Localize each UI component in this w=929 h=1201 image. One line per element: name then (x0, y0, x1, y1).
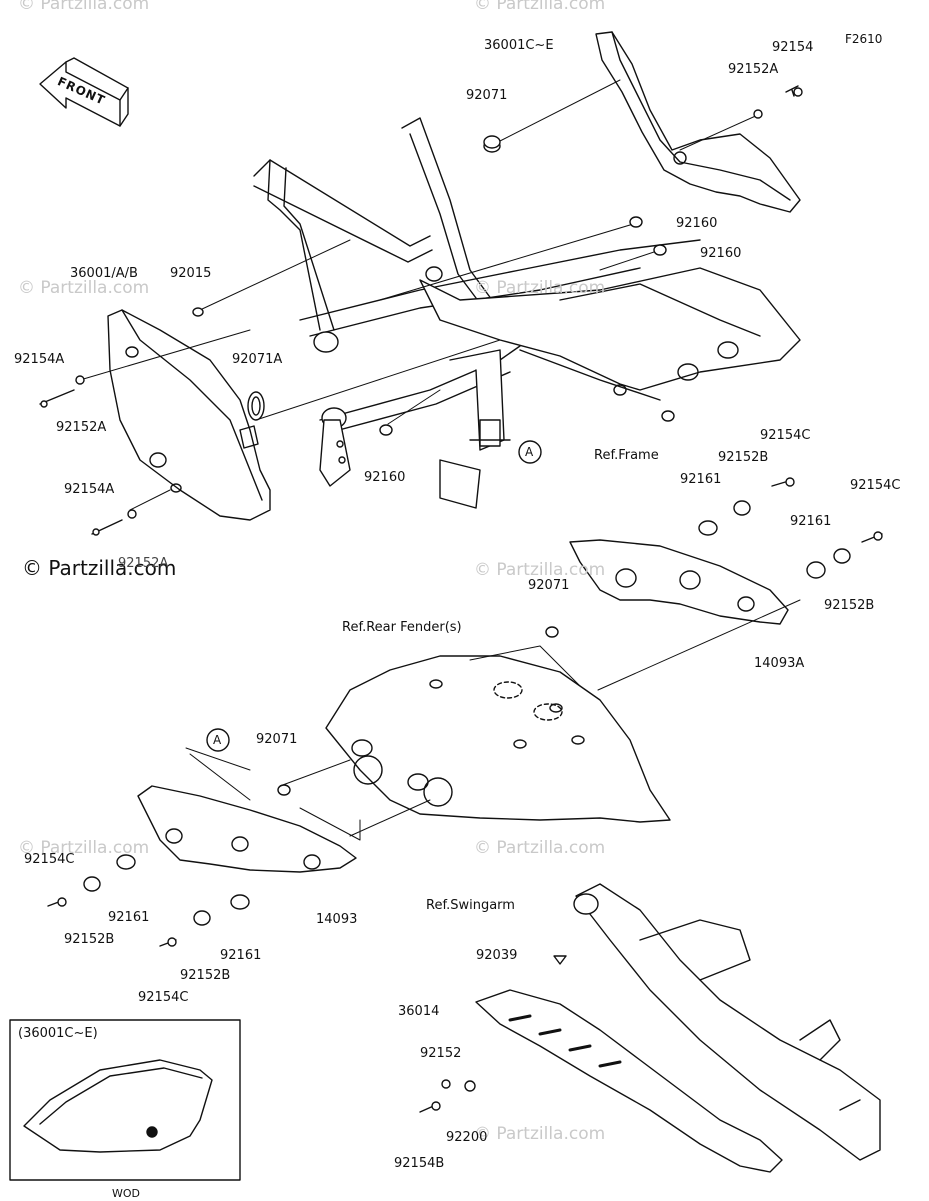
reference-lines (185, 599, 801, 841)
part-14093A[interactable]: 14093A (754, 656, 805, 671)
part-92154C[interactable]: 92154C (24, 852, 75, 867)
watermark-strong: © Partzilla.com (22, 556, 177, 580)
frame-structure (253, 117, 801, 509)
watermark: © Partzilla.com (18, 0, 150, 14)
ref-marker-a-2 (206, 728, 230, 752)
part-92152A[interactable]: 92152A (118, 556, 169, 571)
part-92154A[interactable]: 92154A (14, 352, 65, 367)
part-92154C[interactable]: 92154C (138, 990, 189, 1005)
part-92161[interactable]: 92161 (220, 948, 262, 963)
watermark: © Partzilla.com (474, 838, 606, 858)
part-14093[interactable]: 14093 (316, 912, 358, 927)
part-92154B[interactable]: 92154B (394, 1156, 445, 1171)
part-36014[interactable]: 36014 (398, 1004, 440, 1019)
part-92071A[interactable]: 92071A (232, 352, 283, 367)
ref-rear-fender[interactable]: Ref.Rear Fender(s) (342, 620, 462, 635)
part-92161[interactable]: 92161 (680, 472, 722, 487)
ref-swingarm[interactable]: Ref.Swingarm (426, 898, 515, 913)
part-92152B[interactable]: 92152B (718, 450, 769, 465)
cover-14093A (569, 477, 883, 625)
part-92071[interactable]: 92071 (528, 578, 570, 593)
ref-marker-a-1-label: A (525, 445, 534, 459)
leader-lines-upper (79, 79, 761, 511)
watermark: © Partzilla.com (474, 560, 606, 580)
part-92160[interactable]: 92160 (364, 470, 406, 485)
part-92154C[interactable]: 92154C (760, 428, 811, 443)
ref-frame[interactable]: Ref.Frame (594, 448, 659, 463)
side-cover-upper-right (595, 31, 801, 213)
part-92160[interactable]: 92160 (700, 246, 742, 261)
part-92015[interactable]: 92015 (170, 266, 212, 281)
inset-caption: WOD (112, 1187, 141, 1200)
chain-cover-36014 (419, 955, 783, 1173)
watermark: © Partzilla.com (474, 278, 606, 298)
watermark: © Partzilla.com (474, 1124, 606, 1144)
part-92154[interactable]: 92154 (772, 40, 814, 55)
part-92152B[interactable]: 92152B (180, 968, 231, 983)
part-92160[interactable]: 92160 (676, 216, 718, 231)
figure-code: F2610 (845, 32, 883, 46)
part-36001C-E[interactable]: 36001C~E (484, 38, 554, 53)
part-92039[interactable]: 92039 (476, 948, 518, 963)
part-92152A[interactable]: 92152A (56, 420, 107, 435)
fasteners-upper (39, 85, 803, 536)
swingarm (573, 883, 881, 1161)
part-92154C[interactable]: 92154C (850, 478, 901, 493)
part-92161[interactable]: 92161 (108, 910, 150, 925)
side-cover-left (107, 309, 271, 521)
front-arrow-icon (39, 57, 129, 127)
watermark: © Partzilla.com (474, 0, 606, 14)
rear-fender (325, 626, 671, 823)
part-92161[interactable]: 92161 (790, 514, 832, 529)
watermark: © Partzilla.com (18, 838, 150, 858)
part-92152A[interactable]: 92152A (728, 62, 779, 77)
inset-box (9, 1019, 241, 1181)
cover-14093 (47, 784, 357, 947)
part-92152B[interactable]: 92152B (64, 932, 115, 947)
part-36001-A-B[interactable]: 36001/A/B (70, 266, 138, 281)
part-92152B[interactable]: 92152B (824, 598, 875, 613)
part-92154A[interactable]: 92154A (64, 482, 115, 497)
part-92200[interactable]: 92200 (446, 1130, 488, 1145)
inset-title: (36001C~E) (18, 1026, 98, 1041)
grommet-92071A (247, 391, 265, 421)
watermark: © Partzilla.com (18, 278, 150, 298)
part-92071[interactable]: 92071 (466, 88, 508, 103)
ref-marker-a-1 (518, 440, 542, 464)
ref-marker-a-2-label: A (213, 733, 222, 747)
part-92152[interactable]: 92152 (420, 1046, 462, 1061)
part-92071[interactable]: 92071 (256, 732, 298, 747)
